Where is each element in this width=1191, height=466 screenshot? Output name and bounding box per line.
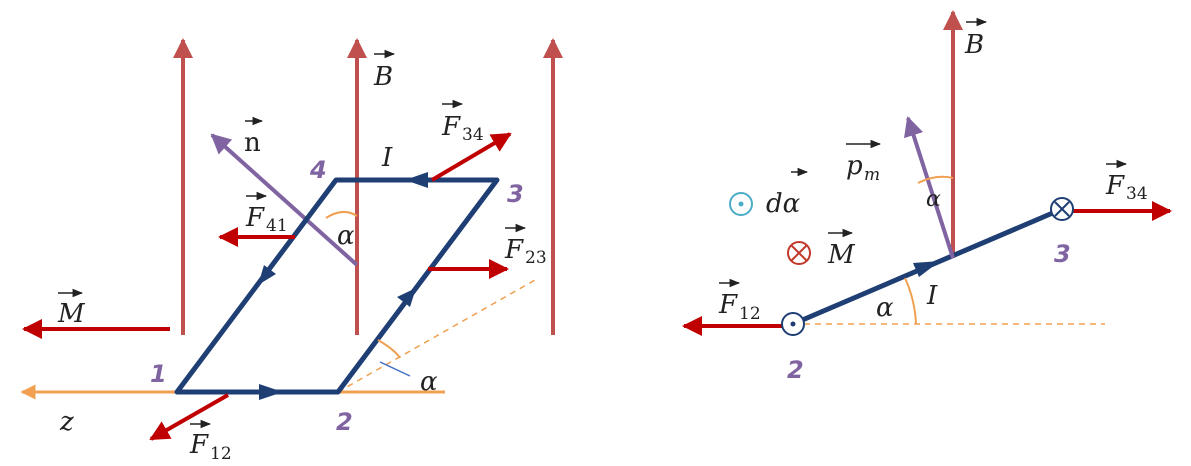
torque-symbol-icon xyxy=(787,241,811,265)
label-m-left: M xyxy=(57,288,86,329)
svg-text:B: B xyxy=(373,62,393,92)
svg-text:34: 34 xyxy=(1126,184,1148,204)
current-loop xyxy=(174,177,500,395)
angle-arc-top xyxy=(325,211,358,219)
svg-text:n: n xyxy=(244,128,261,158)
svg-text:m: m xyxy=(864,165,880,185)
current-arrow-side xyxy=(913,261,940,277)
current-arrow-top xyxy=(405,172,428,188)
angle-tick xyxy=(379,361,411,377)
svg-text:12: 12 xyxy=(739,304,761,324)
svg-text:F: F xyxy=(245,203,265,233)
svg-text:F: F xyxy=(504,235,524,265)
force-f34 xyxy=(430,132,512,182)
angle-arc-loop xyxy=(904,277,917,325)
label-f34-right: F 34 xyxy=(1105,159,1148,204)
label-alpha-bottom: α xyxy=(420,367,438,397)
corner-label-4: 4 xyxy=(309,156,327,184)
force-f12 xyxy=(149,393,229,441)
svg-text:F: F xyxy=(441,112,461,142)
label-current-left: I xyxy=(381,143,393,173)
label-alpha-moment: α xyxy=(926,187,941,212)
label-f23: F 23 xyxy=(504,223,547,268)
magnetic-moment-vector xyxy=(903,116,955,259)
corner-label-2-side: 2 xyxy=(787,356,804,384)
label-b-right: B xyxy=(964,17,988,60)
label-f12-right: F 12 xyxy=(718,278,761,324)
conductor-cross-3 xyxy=(1050,197,1074,221)
label-f12-left: F 12 xyxy=(189,419,232,464)
svg-text:B: B xyxy=(964,30,984,60)
label-m-right: M xyxy=(827,228,856,270)
svg-text:F: F xyxy=(718,290,738,320)
svg-text:23: 23 xyxy=(525,248,547,268)
svg-text:M: M xyxy=(57,299,86,329)
label-f41: F 41 xyxy=(245,191,288,236)
left-diagram: B n I α α z M F 34 F 41 F 23 xyxy=(20,38,563,464)
svg-text:F: F xyxy=(189,430,209,460)
svg-text:dα: dα xyxy=(766,189,801,219)
label-alpha-loop: α xyxy=(876,293,894,323)
current-arrow-bottom xyxy=(259,384,283,400)
label-d-alpha: dα xyxy=(766,167,809,219)
svg-text:34: 34 xyxy=(462,125,484,145)
tilt-dashed-line xyxy=(337,279,536,393)
corner-label-3: 3 xyxy=(507,180,524,208)
corner-label-3-side: 3 xyxy=(1054,240,1071,268)
angle-arc-moment xyxy=(917,175,954,184)
label-alpha-top: α xyxy=(337,221,355,251)
corner-label-1: 1 xyxy=(150,360,167,388)
corner-label-2: 2 xyxy=(336,408,353,436)
label-f34-left: F 34 xyxy=(441,99,484,145)
current-arrow-left xyxy=(258,265,276,285)
rotation-symbol-icon xyxy=(729,192,753,216)
label-b-left: B xyxy=(373,49,396,92)
label-current-right: I xyxy=(926,281,938,311)
conductor-dot-2 xyxy=(781,312,805,336)
svg-text:M: M xyxy=(827,240,856,270)
label-n: n xyxy=(244,116,264,158)
label-pm: p m xyxy=(846,139,882,185)
right-diagram: dα M B p m α α I F 34 F xyxy=(682,10,1172,384)
svg-text:12: 12 xyxy=(210,444,232,464)
angle-arc-bottom xyxy=(377,339,401,359)
svg-text:41: 41 xyxy=(266,216,288,236)
current-arrow-right xyxy=(397,288,416,307)
label-z: z xyxy=(59,407,74,437)
svg-text:p: p xyxy=(846,151,863,181)
svg-text:F: F xyxy=(1105,171,1125,201)
normal-vector xyxy=(210,133,359,267)
